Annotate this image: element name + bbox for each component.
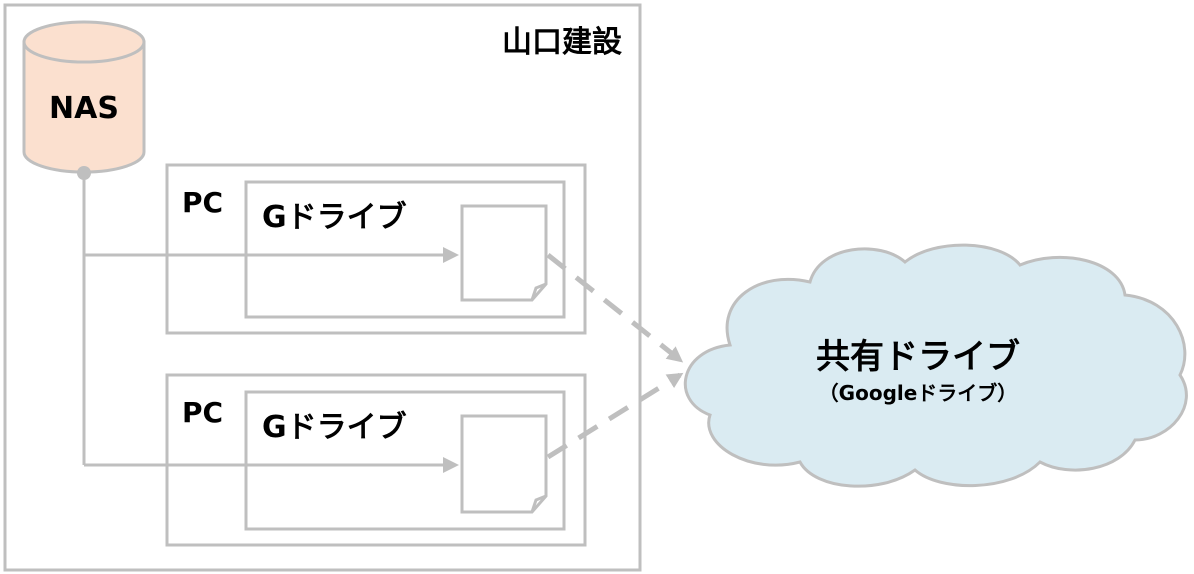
nas-cylinder xyxy=(22,20,146,174)
g-drive-box-2 xyxy=(244,390,566,531)
sync-arrow-2 xyxy=(546,372,684,460)
shared-drive-cloud xyxy=(683,243,1188,488)
g-drive-label-1: Gドライブ xyxy=(262,200,407,235)
company-label: 山口建設 xyxy=(502,25,622,60)
pc-label-2: PC xyxy=(182,396,223,429)
g-drive-label-2: Gドライブ xyxy=(262,410,407,445)
document-icon-2 xyxy=(460,414,548,514)
pc-box-2 xyxy=(165,373,587,547)
g-drive-box-1 xyxy=(244,180,566,319)
cloud-subtitle: （Googleドライブ） xyxy=(819,381,1018,405)
document-icon-1 xyxy=(460,204,548,302)
pc-label-1: PC xyxy=(182,186,223,219)
nas-label: NAS xyxy=(49,91,119,126)
sync-arrow-1 xyxy=(546,253,684,363)
company-boundary xyxy=(3,3,642,572)
pc-box-1 xyxy=(165,163,587,335)
cloud-title: 共有ドライブ xyxy=(816,337,1020,377)
